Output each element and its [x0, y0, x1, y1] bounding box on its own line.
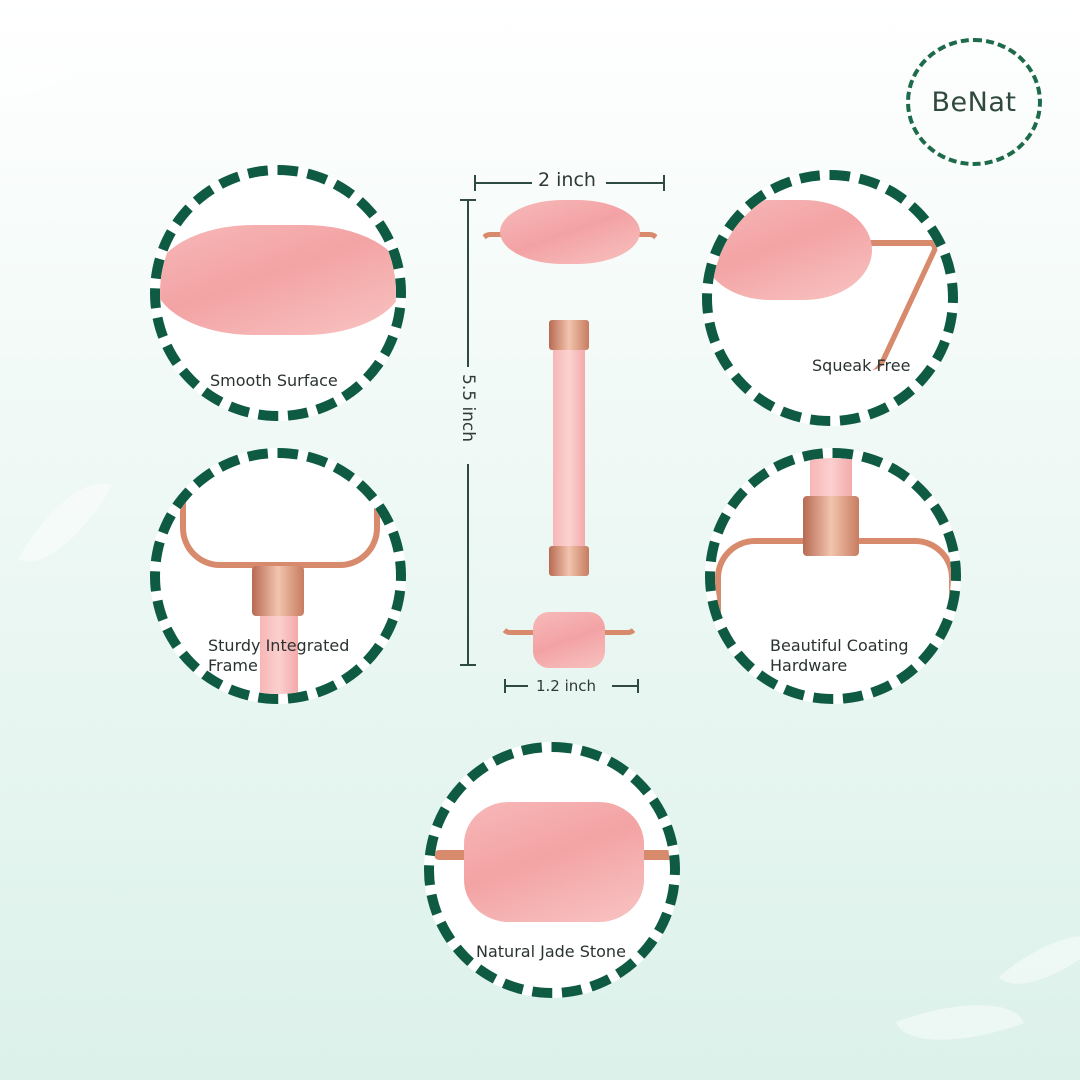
feature-natural-jade-stone: Natural Jade Stone: [424, 742, 680, 998]
background-leaf: [0, 40, 74, 120]
stone-closeup: [160, 225, 396, 335]
collar-bottom: [549, 546, 589, 576]
brand-logo-text: BeNat: [931, 86, 1017, 118]
stone-closeup: [464, 802, 644, 922]
collar-top: [549, 320, 589, 350]
background-leaf: [998, 912, 1080, 1008]
dimension-tick: [637, 679, 639, 693]
feature-smooth-surface: Smooth Surface: [150, 165, 406, 421]
feature-label: Beautiful Coating Hardware: [770, 636, 909, 675]
feature-label: Sturdy Integrated Frame: [208, 636, 350, 675]
dimension-line-top: [474, 182, 532, 184]
feature-label: Squeak Free: [812, 356, 911, 375]
feature-squeak-free: Squeak Free: [702, 170, 958, 426]
dimension-height: 5.5 inch: [458, 374, 478, 443]
background-leaf: [895, 980, 1025, 1065]
dimension-line-height: [467, 199, 469, 367]
dimension-line-top: [606, 182, 664, 184]
feature-label: Natural Jade Stone: [476, 942, 626, 961]
dimension-line-bottom: [612, 685, 638, 687]
frame-collar: [252, 566, 304, 616]
feature-label: Smooth Surface: [210, 371, 338, 390]
frame-wire: [180, 468, 380, 568]
dimension-tick: [474, 175, 476, 191]
dimension-line-bottom: [504, 685, 528, 687]
dimension-line-height: [467, 464, 469, 665]
dimension-tick: [460, 664, 476, 666]
feature-coating-hardware: Beautiful Coating Hardware: [705, 448, 961, 704]
large-stone: [500, 200, 640, 264]
handle: [553, 350, 585, 548]
stone-closeup: [712, 200, 872, 300]
small-stone: [533, 612, 605, 668]
background-leaf: [18, 463, 112, 582]
feature-sturdy-frame: Sturdy Integrated Frame: [150, 448, 406, 704]
dimension-tick: [663, 175, 665, 191]
frame-collar: [803, 496, 859, 556]
dimension-width-top: 2 inch: [538, 169, 596, 191]
brand-logo: BeNat: [906, 38, 1042, 166]
dimension-width-bottom: 1.2 inch: [536, 677, 597, 695]
